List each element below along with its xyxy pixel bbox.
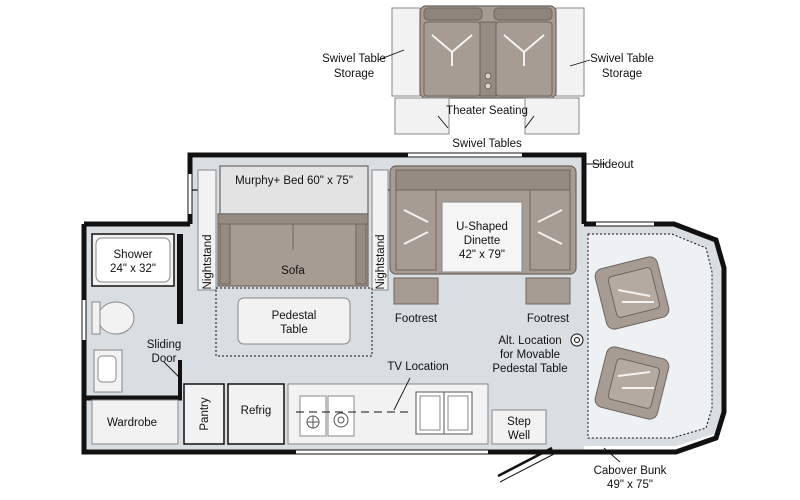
swivel-storage-left — [391, 7, 421, 97]
refrigerator — [227, 383, 285, 445]
label-sliding-door-2: Door — [152, 353, 177, 365]
toilet — [97, 301, 135, 335]
label-nightstand-left: Nightstand — [202, 235, 214, 290]
theater-seating-inset — [377, 5, 591, 135]
swivel-table-left — [394, 97, 450, 135]
wardrobe — [91, 399, 179, 445]
footrest-right — [525, 277, 571, 305]
label-swivel-storage-left-2: Storage — [334, 68, 374, 80]
main-floor — [81, 152, 727, 483]
label-pantry: Pantry — [199, 397, 211, 430]
label-swivel-storage-right: Swivel Table — [590, 53, 654, 65]
swivel-table-right — [524, 97, 580, 135]
label-footrest-right: Footrest — [527, 313, 570, 325]
label-footrest-left: Footrest — [395, 313, 438, 325]
label-sliding-door: Sliding — [147, 339, 182, 351]
label-wardrobe: Wardrobe — [107, 417, 157, 429]
label-shower-size: 24" x 32" — [110, 263, 156, 275]
nightstand-right — [371, 169, 389, 291]
label-theater-seating: Theater Seating — [446, 105, 528, 117]
dinette-table — [441, 201, 523, 273]
label-tv-location: TV Location — [387, 361, 448, 373]
label-pedestal-table: Pedestal — [272, 310, 317, 322]
pedestal-table — [237, 297, 351, 345]
label-cabover-bunk: Cabover Bunk — [594, 465, 667, 477]
label-cabover-size: 49" x 75" — [607, 479, 653, 491]
label-swivel-storage-right-2: Storage — [602, 68, 642, 80]
label-step-well-2: Well — [508, 430, 530, 442]
label-murphy-bed: Murphy+ Bed 60" x 75" — [235, 175, 353, 187]
label-swivel-storage-left: Swivel Table — [322, 53, 386, 65]
label-sofa: Sofa — [281, 265, 305, 277]
nightstand-left — [197, 169, 217, 291]
cab-seats — [594, 256, 670, 420]
label-pedestal-table-2: Table — [280, 324, 308, 336]
label-swivel-tables: Swivel Tables — [452, 138, 522, 150]
label-refrig: Refrig — [241, 405, 272, 417]
label-dinette-size: 42" x 79" — [459, 249, 505, 261]
swivel-storage-right — [555, 7, 585, 97]
label-nightstand-right: Nightstand — [375, 235, 387, 290]
label-dinette: U-Shaped — [456, 221, 508, 233]
step-well — [491, 409, 547, 445]
pantry — [183, 383, 225, 445]
label-dinette-2: Dinette — [464, 235, 500, 247]
label-step-well: Step — [507, 416, 531, 428]
footrest-left — [393, 277, 439, 305]
label-alt-location: Alt. Location — [498, 335, 561, 347]
entry-door — [497, 446, 555, 483]
label-alt-location-2: for Movable — [500, 349, 560, 361]
labels: Swivel Table Storage Swivel Table Storag… — [107, 53, 667, 491]
label-alt-location-3: Pedestal Table — [492, 363, 567, 375]
murphy-bed — [219, 165, 369, 215]
label-shower: Shower — [114, 249, 153, 261]
label-slideout: Slideout — [592, 159, 634, 171]
